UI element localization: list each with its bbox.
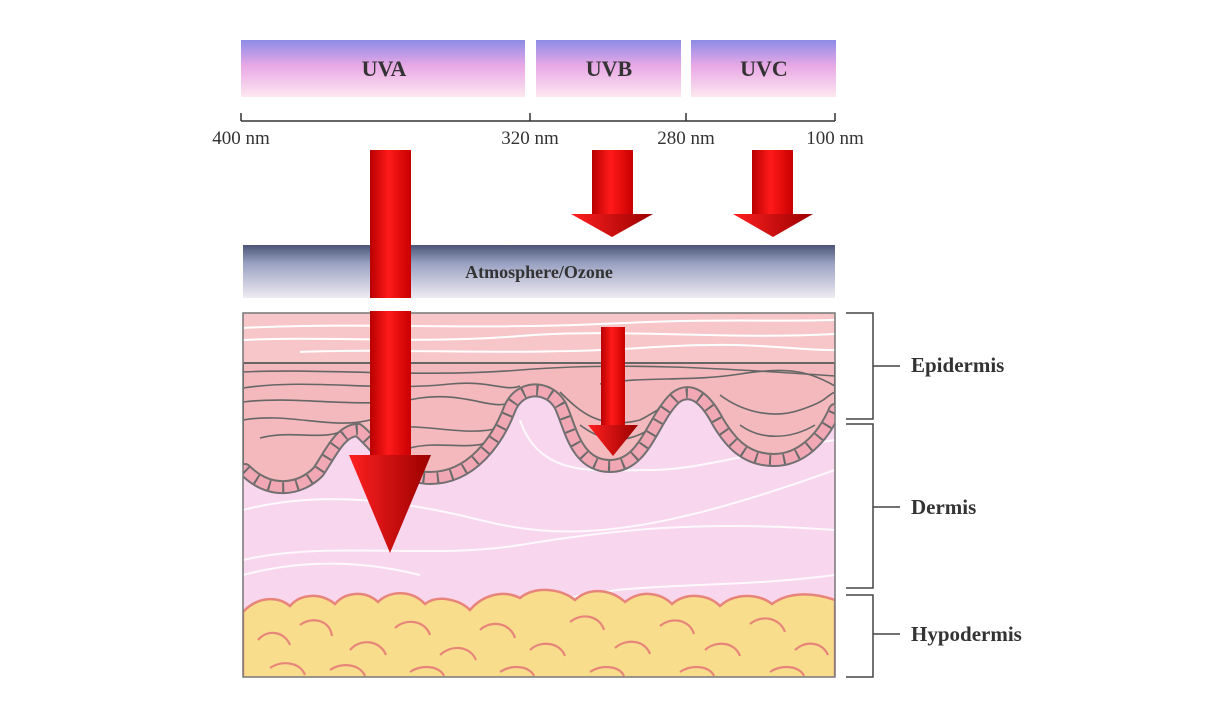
atmosphere-layer: Atmosphere/Ozone [243,245,835,298]
hypodermis-top-edge [243,588,835,677]
uvc-arrow-atmosphere [733,150,813,237]
uvb-arrow-skin [588,327,638,456]
epidermis-bracket [846,312,900,420]
skin-frame [242,312,836,678]
uva-band [241,40,525,97]
uva-arrow-shaft-lower [370,311,411,455]
uva-arrow-shaft-upper [370,150,411,298]
uv-spectrum: UVA UVB UVC [241,40,836,97]
wavelength-scale: 400 nm 320 nm 280 nm 100 nm [212,113,864,149]
uva-label: UVA [362,56,407,81]
dermis-label: Dermis [911,495,976,519]
hypodermis-label: Hypodermis [911,622,1022,646]
uvb-skin-arrow-shaft [601,327,625,425]
uva-arrow-head [349,455,431,553]
uvc-arrow-shaft [752,150,793,214]
skin-cross-section [243,313,835,677]
wavelength-label-320: 320 nm [501,128,559,149]
uvc-label: UVC [740,56,788,81]
basal-cells-divider [243,385,835,493]
wavelength-label-280: 280 nm [657,128,715,149]
dermis-bracket [846,423,900,589]
uvb-arrow-atmosphere [571,150,653,237]
uvc-band [691,40,836,97]
uvc-arrow-head [733,214,813,237]
uvb-band [536,40,681,97]
wavelength-label-100: 100 nm [806,128,864,149]
wavelength-label-400: 400 nm [212,128,270,149]
atmosphere-band [243,245,835,298]
uvb-label: UVB [586,56,633,81]
epidermis-label: Epidermis [911,353,1004,377]
fat-cell-outlines [257,615,829,677]
atmosphere-label: Atmosphere/Ozone [465,262,613,282]
uvb-skin-arrow-head [588,425,638,456]
hypodermis-bracket [846,594,900,678]
uva-arrow [349,150,431,553]
uvb-arrow-head [571,214,653,237]
uvb-arrow-shaft [592,150,633,214]
layer-brackets [846,312,900,678]
